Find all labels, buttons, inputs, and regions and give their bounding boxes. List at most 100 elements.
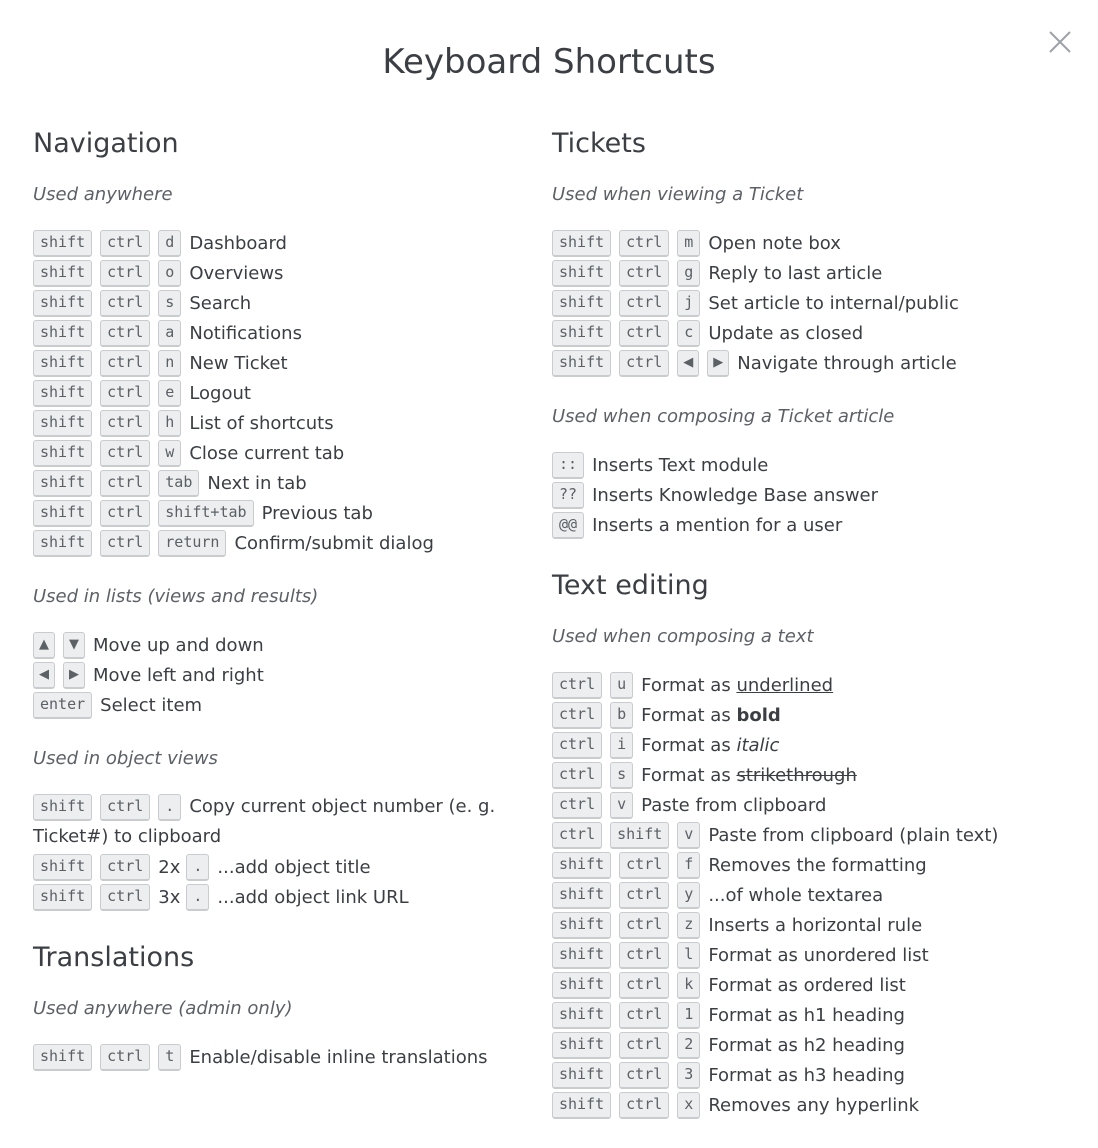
key-ctrl: ctrl <box>619 941 670 969</box>
key: @@ <box>552 511 585 539</box>
key-shift: shift <box>552 289 612 317</box>
key-y: y <box>677 881 701 909</box>
translations-title: Translations <box>33 942 195 973</box>
shortcut-description: Inserts Text module <box>592 454 769 476</box>
key-ctrl: ctrl <box>100 319 151 347</box>
shortcut-description: Logout <box>189 382 251 404</box>
description-prefix: Format as <box>641 734 737 756</box>
shortcut-description: Enable/disable inline translations <box>189 1046 488 1068</box>
key-ctrl: ctrl <box>619 1001 670 1029</box>
key-ctrl: ctrl <box>100 499 151 527</box>
shortcut-description: Move left and right <box>93 664 264 686</box>
key-ctrl: ctrl <box>619 259 670 287</box>
shortcut-description: Move up and down <box>93 634 264 656</box>
key-return: return <box>158 529 227 557</box>
key-ctrl: ctrl <box>619 289 670 317</box>
key: . <box>186 853 210 881</box>
key-v: v <box>677 821 701 849</box>
shortcut-description: Format as italic <box>641 735 779 756</box>
key-2: 2 <box>677 1031 701 1059</box>
shortcut-description: Notifications <box>189 322 302 344</box>
key-b: b <box>610 701 634 729</box>
shortcut-description: Inserts Knowledge Base answer <box>592 484 879 506</box>
key-g: g <box>677 259 701 287</box>
key-ctrl: ctrl <box>552 731 603 759</box>
shortcut-description: Set article to internal/public <box>708 292 959 314</box>
key-k: k <box>677 971 701 999</box>
key-shift: shift <box>552 229 612 257</box>
key-ctrl: ctrl <box>100 289 151 317</box>
shortcut-description: List of shortcuts <box>189 412 334 434</box>
down-arrow-icon: ▼ <box>63 631 85 659</box>
right-arrow-icon: ▶ <box>707 349 730 377</box>
shortcut-description: Format as h1 heading <box>708 1004 905 1026</box>
shortcut-description: Previous tab <box>261 502 373 524</box>
key-ctrl: ctrl <box>552 671 603 699</box>
key-shift: shift <box>552 911 612 939</box>
text-editing-title: Text editing <box>552 570 709 601</box>
key-ctrl: ctrl <box>100 793 151 821</box>
key-ctrl: ctrl <box>100 259 151 287</box>
shortcut-description: Dashboard <box>189 232 287 254</box>
key-ctrl: ctrl <box>100 529 151 557</box>
key-shift: shift <box>552 971 612 999</box>
key-ctrl: ctrl <box>552 761 603 789</box>
key-shift: shift <box>552 1031 612 1059</box>
shortcut-row: @@Inserts a mention for a user <box>552 510 1052 540</box>
key-tab: tab <box>158 469 200 497</box>
close-icon <box>1049 31 1071 53</box>
shortcut-description: ...of whole textarea <box>708 884 884 906</box>
key-shift: shift <box>33 259 93 287</box>
key-s: s <box>610 761 634 789</box>
key-shift: shift <box>552 941 612 969</box>
shortcut-description: Format as unordered list <box>708 944 929 966</box>
key-shift: shift <box>33 349 93 377</box>
key-ctrl: ctrl <box>619 1061 670 1089</box>
key-multiplier: 3x <box>158 886 181 908</box>
key-shift: shift <box>33 883 93 911</box>
key-shift: shift <box>33 793 93 821</box>
key-ctrl: ctrl <box>100 409 151 437</box>
key-3: 3 <box>677 1061 701 1089</box>
shortcut-description: Paste from clipboard <box>641 794 827 816</box>
key-shift: shift <box>33 1043 93 1071</box>
shortcut-description: Removes any hyperlink <box>708 1094 920 1116</box>
close-button[interactable] <box>1046 28 1074 56</box>
key-ctrl: ctrl <box>619 881 670 909</box>
key-l: l <box>677 941 701 969</box>
key-shift: shift <box>33 379 93 407</box>
key-shift: shift <box>33 229 93 257</box>
navigation-objects-subtitle: Used in object views <box>33 748 218 769</box>
key-shift: shift <box>33 439 93 467</box>
key-shift: shift <box>33 409 93 437</box>
shortcut-description: New Ticket <box>189 352 288 374</box>
key-shift: shift <box>33 469 93 497</box>
text-editing-subtitle: Used when composing a text <box>552 626 814 647</box>
key-d: d <box>158 229 182 257</box>
shortcut-description: Select item <box>100 694 203 716</box>
tickets-viewing-subtitle: Used when viewing a Ticket <box>552 184 804 205</box>
description-prefix: Format as <box>641 704 737 726</box>
tickets-title: Tickets <box>552 128 646 159</box>
tickets-composing-subtitle: Used when composing a Ticket article <box>552 406 895 427</box>
key-s: s <box>158 289 182 317</box>
